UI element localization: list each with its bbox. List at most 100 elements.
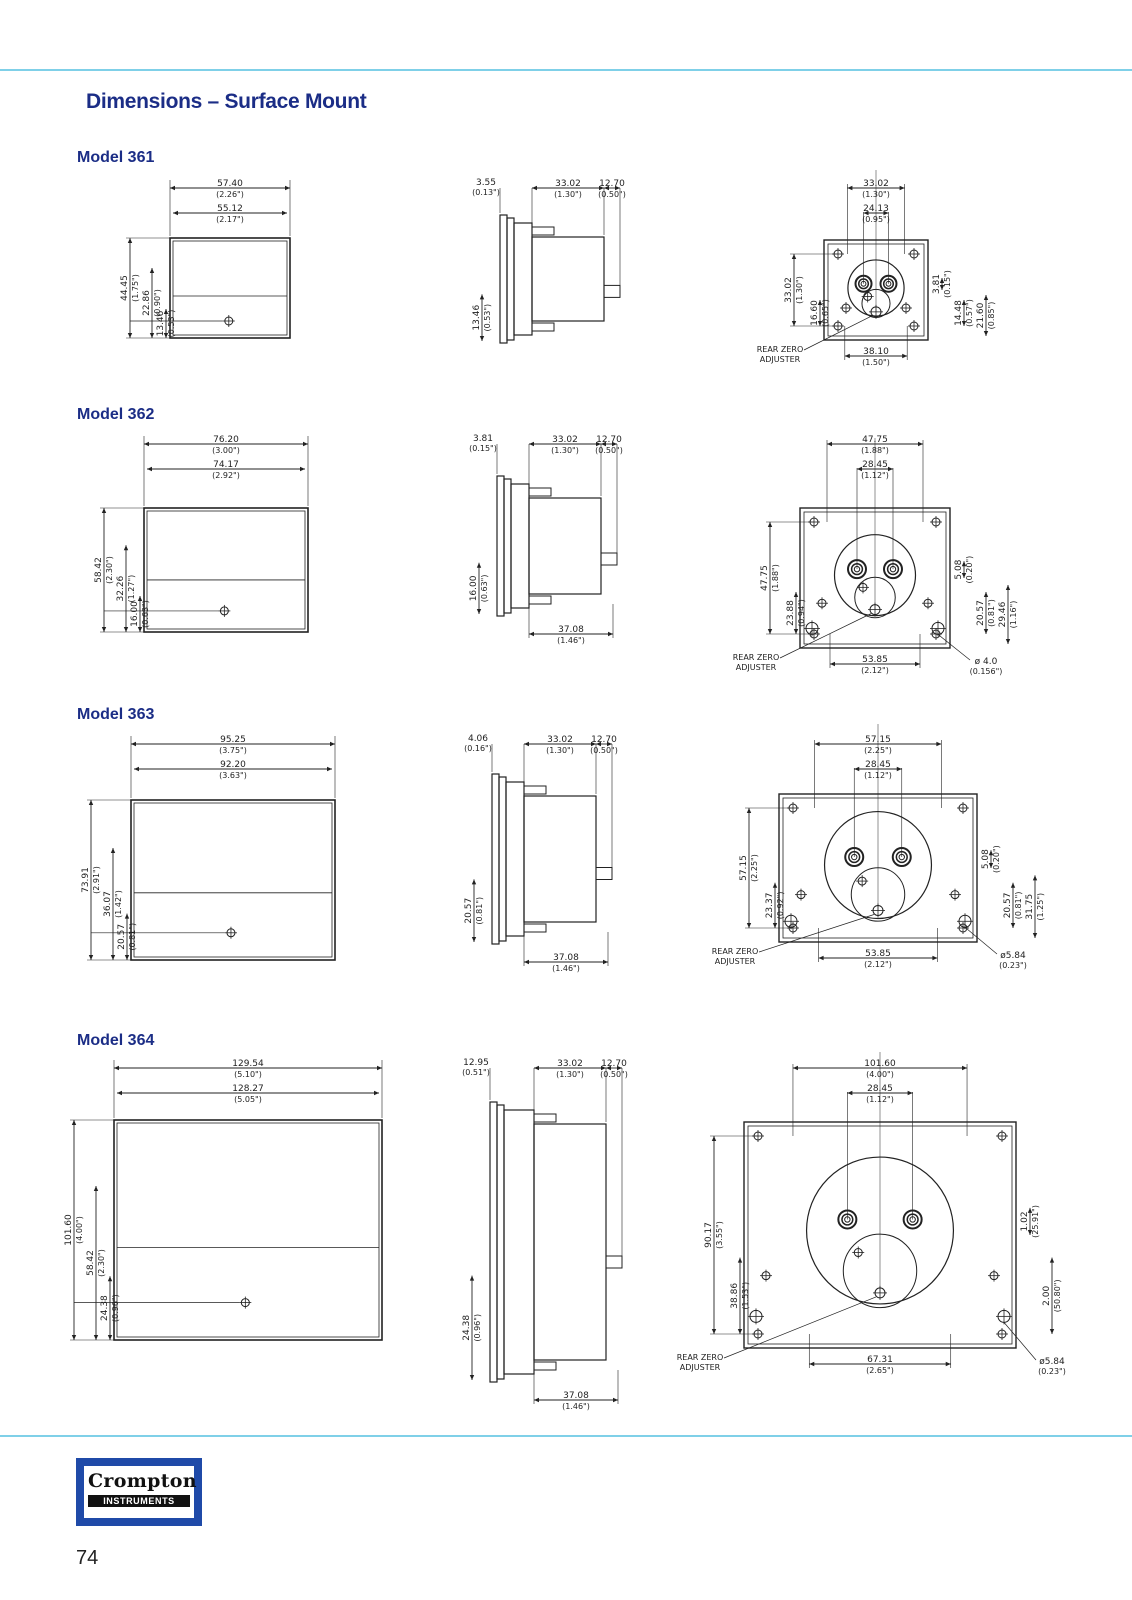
front-height-in: (4.00") bbox=[75, 1216, 84, 1244]
rear-top-width-arrow-left bbox=[827, 441, 832, 447]
rear-right-mid-in: (50.80") bbox=[1053, 1279, 1062, 1312]
rear-right-small-arrow-bottom bbox=[988, 863, 994, 868]
model-364-label: Model 364 bbox=[77, 1032, 155, 1049]
rear-stud-spacing-arrow-right bbox=[907, 1090, 913, 1096]
front-mid-height-arrow-top bbox=[93, 1186, 99, 1191]
rear-right-small-in: (25.91") bbox=[1031, 1205, 1040, 1238]
side-low-height-in: (0.96") bbox=[473, 1314, 482, 1342]
rear-zero-leader bbox=[803, 315, 873, 351]
front-low-height-arrow-bottom bbox=[124, 955, 130, 960]
side-low-height-in: (0.63") bbox=[480, 575, 489, 603]
rear-right-big-arrow-top bbox=[1032, 875, 1038, 881]
model-361-drawings: 57.40(2.26")55.12(2.17")44.45(1.75")22.8… bbox=[120, 170, 996, 367]
front-mid-height-arrow-bottom bbox=[110, 955, 116, 960]
side-body-depth-arrow-left bbox=[532, 185, 537, 191]
side-upper-lug bbox=[531, 226, 555, 236]
front-low-height-arrow-top bbox=[107, 1276, 113, 1282]
front-view: 129.54(5.10")128.27(5.05")101.60(4.00")5… bbox=[64, 1059, 383, 1341]
side-stud-length-arrow-right bbox=[607, 741, 612, 747]
rear-view: 33.02(1.30")24.13(0.95")33.02(1.30")16.6… bbox=[757, 170, 996, 367]
side-case-body bbox=[523, 795, 597, 923]
rear-top-width-arrow-right bbox=[918, 441, 923, 447]
side-stud-length-arrow-left bbox=[601, 441, 606, 447]
front-inner-width-arrow-right bbox=[300, 466, 305, 472]
rear-right-small-mm: 5.08 bbox=[954, 559, 964, 579]
front-mid-height-mm: 22.86 bbox=[142, 290, 152, 316]
side-body-depth-in: (1.30") bbox=[546, 746, 574, 755]
rear-right-small-arrow-top bbox=[939, 278, 945, 283]
side-body-depth-in: (1.30") bbox=[556, 1070, 584, 1079]
rear-zero-leader bbox=[723, 1296, 877, 1359]
side-case-body bbox=[531, 236, 605, 322]
side-terminal-stud bbox=[605, 1255, 623, 1269]
front-inner-width-in: (3.63") bbox=[219, 771, 247, 780]
rear-right-small-in: (0.20") bbox=[965, 556, 974, 584]
rear-left-mid-arrow-bottom bbox=[737, 1329, 743, 1334]
side-stud-length-mm: 12.70 bbox=[596, 435, 622, 445]
rear-left-mid-arrow-bottom bbox=[772, 923, 778, 928]
rear-left-height-mm: 47.75 bbox=[760, 565, 770, 591]
rear-top-width-in: (1.88") bbox=[861, 446, 889, 455]
rear-left-mid-arrow-top bbox=[817, 300, 823, 305]
front-window bbox=[133, 802, 333, 958]
rear-left-mid-mm: 23.88 bbox=[786, 600, 796, 626]
crompton-logo: Crompton INSTRUMENTS bbox=[76, 1458, 202, 1526]
front-height-arrow-top bbox=[127, 238, 133, 243]
front-mid-height-in: (1.27") bbox=[127, 575, 136, 603]
front-height-arrow-top bbox=[88, 800, 94, 805]
side-view: 12.95(0.51")33.02(1.30")12.70(0.50")24.3… bbox=[462, 1058, 628, 1411]
front-outer-width-arrow-left bbox=[144, 441, 149, 447]
front-outer-width-in: (5.10") bbox=[234, 1070, 262, 1079]
rear-right-big-mm: 21.60 bbox=[976, 302, 986, 328]
side-terminal-stud bbox=[595, 867, 613, 880]
rear-bottom-width-arrow-right bbox=[915, 661, 920, 667]
front-height-arrow-top bbox=[101, 508, 107, 513]
side-bezel-mm: 3.55 bbox=[476, 178, 496, 188]
front-outer-width-in: (2.26") bbox=[216, 190, 244, 199]
side-stud-length-in: (0.50") bbox=[595, 446, 623, 455]
rear-left-mid-arrow-bottom bbox=[793, 629, 799, 634]
rear-stud-spacing-in: (0.95") bbox=[862, 215, 890, 224]
side-bezel-in: (0.16") bbox=[464, 744, 492, 753]
front-window bbox=[116, 1122, 380, 1338]
rear-left-height-arrow-top bbox=[791, 254, 797, 259]
rear-zero-label-1: REAR ZERO bbox=[712, 947, 759, 956]
side-bezel-lip bbox=[506, 217, 515, 341]
front-height-arrow-top bbox=[71, 1120, 77, 1125]
rear-right-mid-arrow-top bbox=[983, 592, 989, 597]
side-flange bbox=[503, 1109, 535, 1375]
rear-zero-label-2: ADJUSTER bbox=[736, 663, 777, 672]
rear-bottom-width-in: (2.65") bbox=[866, 1366, 894, 1375]
rear-right-mid-mm: 20.57 bbox=[976, 600, 986, 626]
side-stud-length-arrow-right bbox=[612, 441, 617, 447]
rear-top-width-in: (2.25") bbox=[864, 746, 892, 755]
front-height-in: (1.75") bbox=[131, 274, 140, 302]
front-low-height-arrow-top bbox=[163, 309, 169, 314]
rear-bottom-width-mm: 53.85 bbox=[862, 655, 888, 665]
front-outer-width-in: (3.75") bbox=[219, 746, 247, 755]
side-body-depth-mm: 33.02 bbox=[547, 735, 573, 745]
rear-view: 57.15(2.25")28.45(1.12")57.15(2.25")23.3… bbox=[712, 724, 1045, 970]
side-view: 4.06(0.16")33.02(1.30")12.70(0.50")20.57… bbox=[464, 734, 618, 973]
rear-left-height-arrow-bottom bbox=[746, 923, 752, 928]
side-overall-depth-mm: 37.08 bbox=[558, 625, 584, 635]
rear-top-width-mm: 101.60 bbox=[864, 1059, 896, 1069]
front-inner-width-arrow-left bbox=[173, 210, 178, 216]
front-outer-width-mm: 129.54 bbox=[232, 1059, 264, 1069]
side-stud-length-in: (0.50") bbox=[598, 190, 626, 199]
front-view: 57.40(2.26")55.12(2.17")44.45(1.75")22.8… bbox=[120, 179, 291, 339]
front-height-in: (2.30") bbox=[105, 556, 114, 584]
side-case-body bbox=[533, 1123, 607, 1361]
rear-stud-spacing-arrow-right bbox=[888, 466, 893, 472]
rear-right-big-arrow-top bbox=[983, 295, 989, 300]
rear-stud-spacing-arrow-right bbox=[896, 766, 902, 772]
front-outer-width-in: (3.00") bbox=[212, 446, 240, 455]
front-outer-width-mm: 95.25 bbox=[220, 735, 246, 745]
rear-top-width-arrow-right bbox=[936, 741, 942, 747]
rear-left-height-in: (3.55") bbox=[715, 1221, 724, 1249]
front-mid-height-arrow-top bbox=[123, 545, 129, 551]
rear-left-height-arrow-top bbox=[746, 808, 752, 813]
rear-left-height-in: (1.30") bbox=[795, 276, 804, 304]
front-low-height-arrow-bottom bbox=[163, 333, 169, 338]
side-overall-depth-arrow-left bbox=[524, 959, 529, 965]
